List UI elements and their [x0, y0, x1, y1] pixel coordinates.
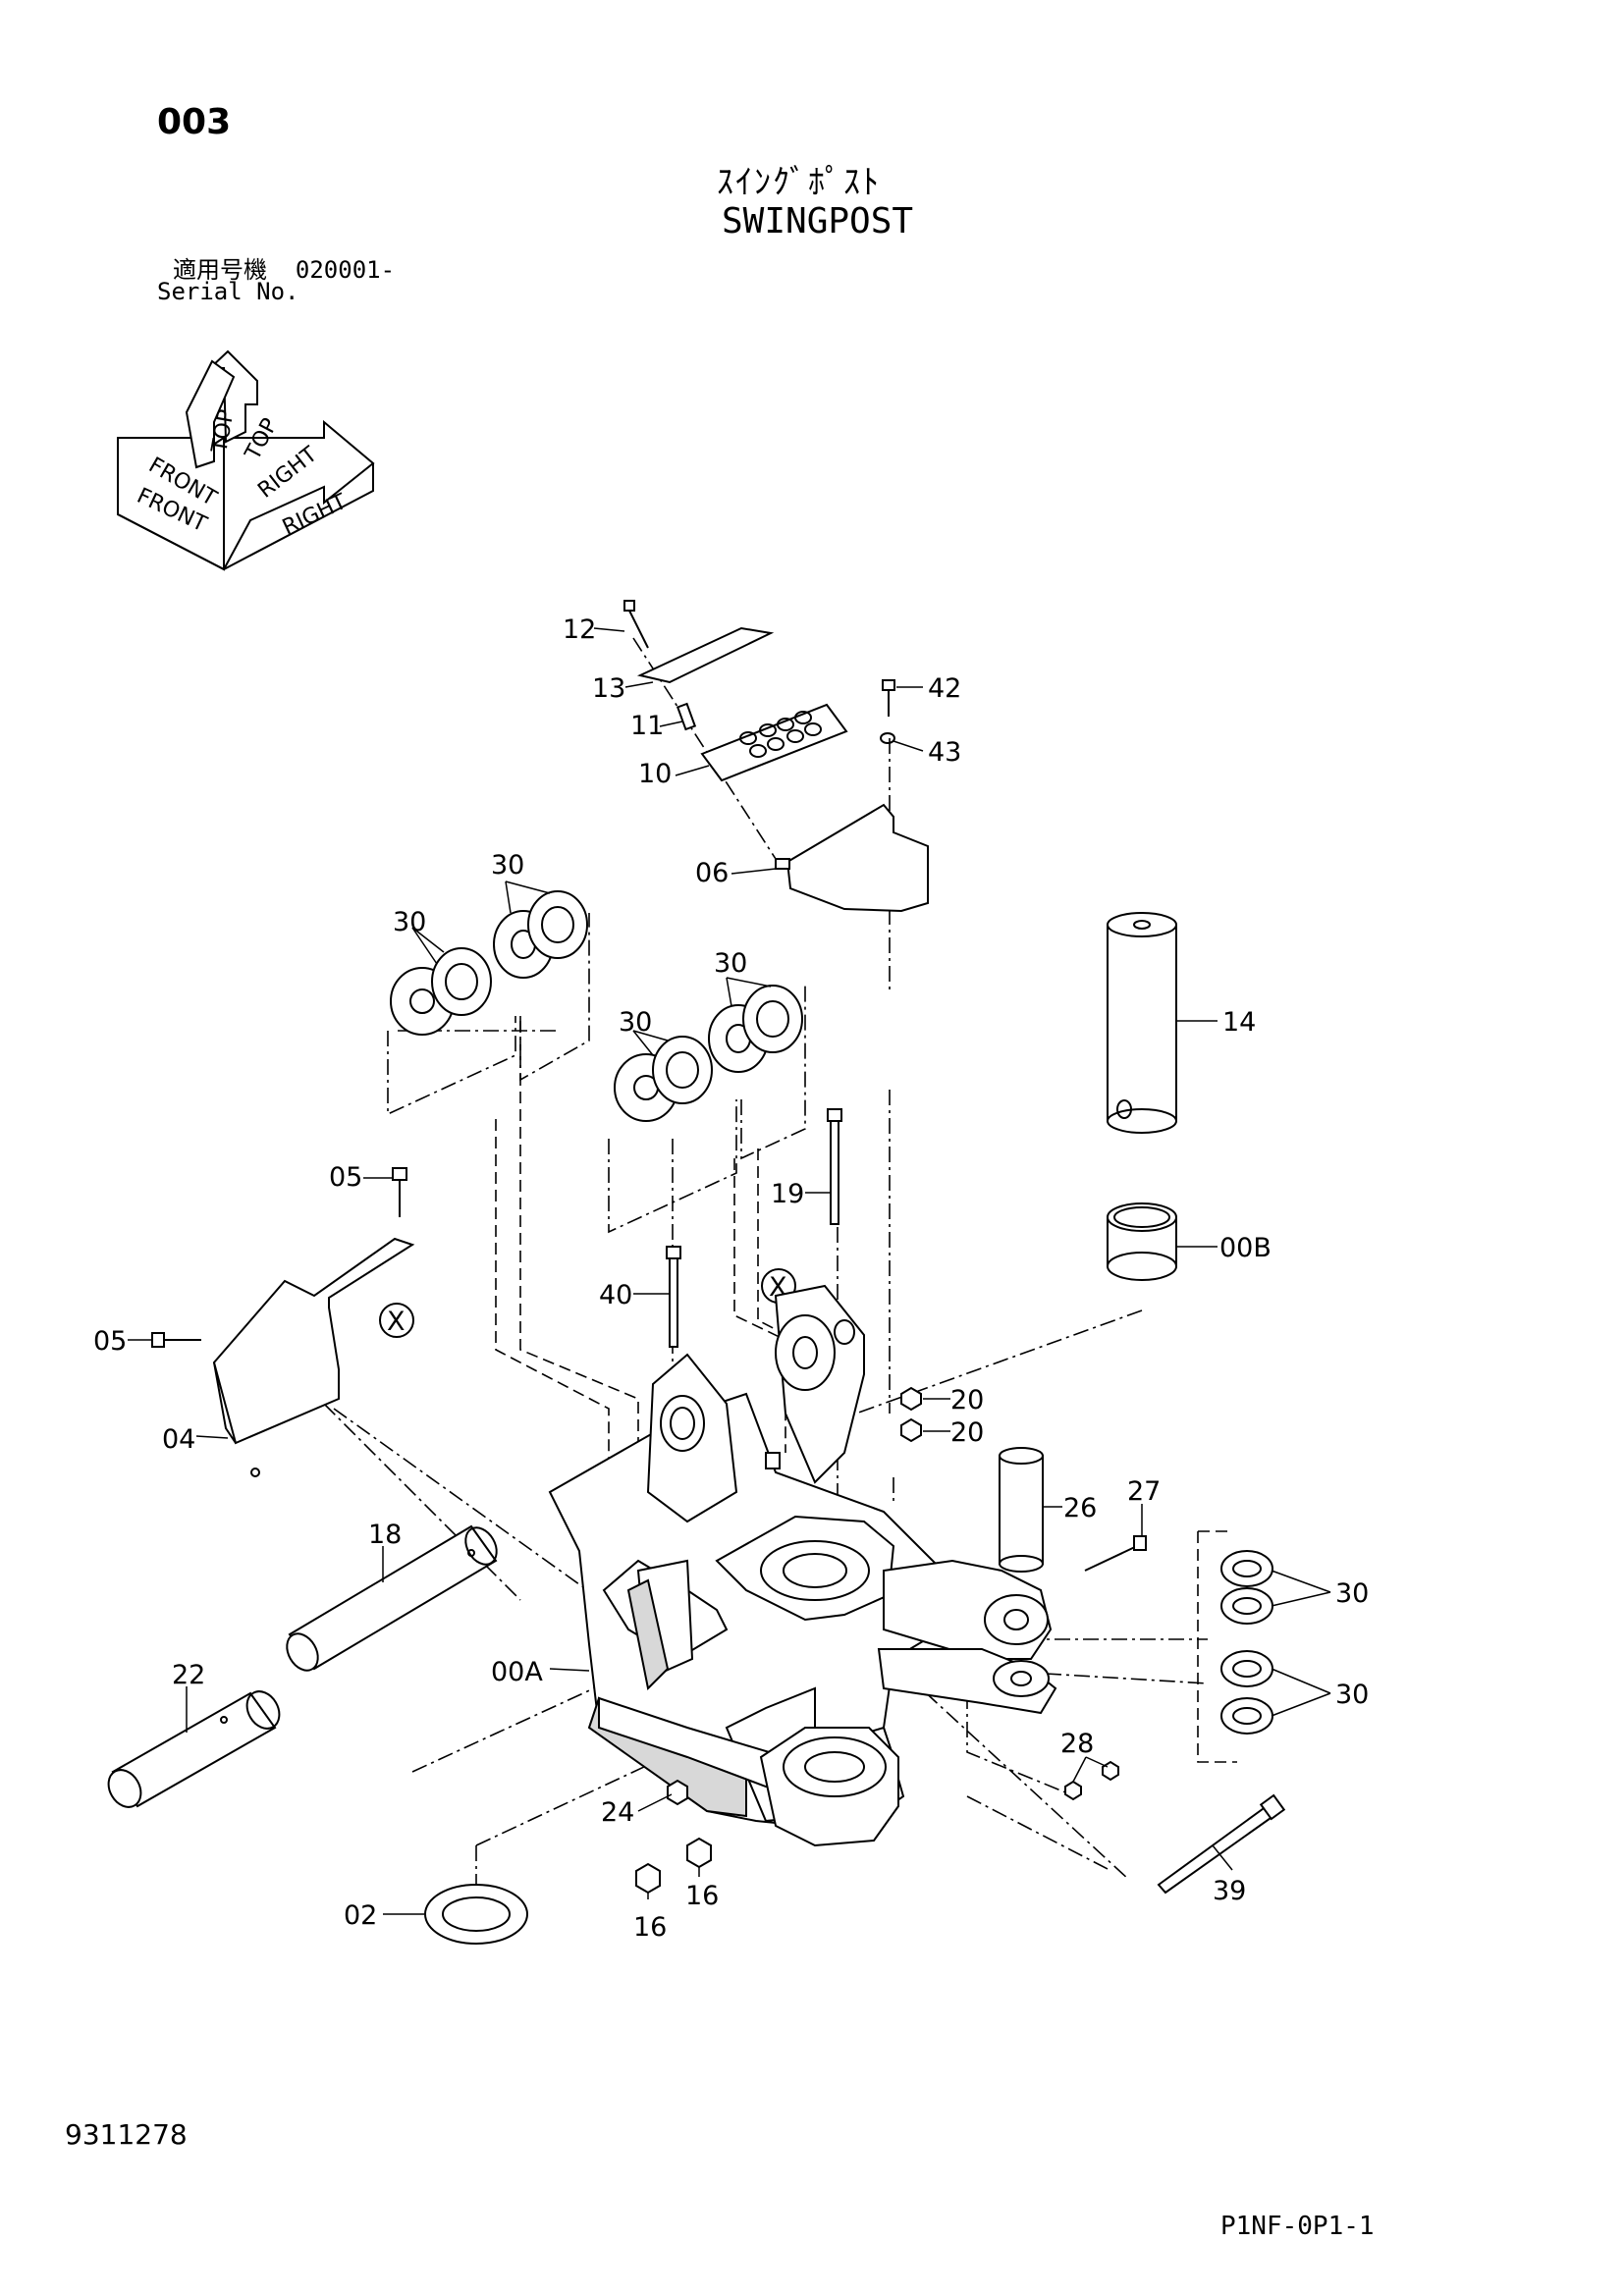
part-10-shim-plate: [700, 703, 848, 782]
callout-20-1: 20: [950, 1385, 984, 1415]
callout-22: 22: [172, 1660, 205, 1690]
page-code: 003: [157, 102, 232, 142]
part-05-bolt-upper: [392, 1167, 407, 1217]
callout-30-2: 30: [393, 907, 426, 937]
part-00a-swing-post: [548, 1284, 1057, 1847]
part-18-pin: [286, 1524, 498, 1672]
callout-12: 12: [563, 614, 596, 645]
part-05-bolt-left: [151, 1332, 201, 1348]
serial-label-en: Serial No.: [157, 278, 299, 305]
callout-00a: 00A: [491, 1657, 543, 1687]
part-20-nuts: [900, 1386, 922, 1443]
callout-30-3: 30: [714, 948, 747, 979]
callout-27: 27: [1127, 1476, 1161, 1507]
callout-10: 10: [638, 759, 672, 789]
leader-lines: [128, 627, 1233, 1915]
part-22-pin: [107, 1690, 281, 1808]
callout-43: 43: [928, 737, 961, 768]
callout-20-2: 20: [950, 1417, 984, 1448]
part-11-pin: [676, 702, 697, 731]
part-12-bolt: [623, 600, 649, 649]
title-japanese: ｽｲﾝｸﾞﾎﾟｽﾄ: [717, 163, 881, 202]
sheet-code: P1NF-0P1-1: [1220, 2212, 1375, 2241]
callout-14: 14: [1222, 1007, 1256, 1038]
callout-05-upper: 05: [329, 1162, 362, 1193]
part-26-pin: [999, 1447, 1044, 1573]
part-42-bolt: [882, 679, 895, 717]
part-24-nut: [667, 1779, 688, 1806]
callout-28: 28: [1060, 1729, 1094, 1759]
part-13-plate: [636, 626, 775, 684]
washer-set-right: [1220, 1550, 1331, 1735]
part-00b-bushing: [1107, 1202, 1177, 1281]
reference-marker-x-left-label: X: [387, 1307, 406, 1337]
callout-30-5: 30: [1335, 1578, 1369, 1609]
callout-30-6: 30: [1335, 1680, 1369, 1710]
callout-05-left: 05: [93, 1326, 127, 1357]
callout-16-left: 16: [633, 1912, 667, 1943]
orientation-indicator: TOP TOP FRONT FRONT RIGHT RIGHT: [117, 349, 375, 571]
serial-range: 020001-: [295, 256, 396, 284]
callout-18: 18: [368, 1520, 402, 1550]
washer-set-upper-right: [614, 977, 803, 1122]
drawing-number: 9311278: [65, 2118, 188, 2151]
callout-11: 11: [630, 711, 664, 741]
callout-13: 13: [592, 673, 625, 704]
callout-39: 39: [1213, 1876, 1246, 1906]
part-27-bolt: [1084, 1535, 1147, 1572]
callout-02: 02: [344, 1900, 377, 1931]
callout-labels: 12 13 11 10 42 43 06 30 30 30 30 14 05 1…: [93, 614, 1369, 1943]
callout-19: 19: [771, 1179, 804, 1209]
part-19-bolt: [827, 1108, 842, 1225]
part-40-bolt: [666, 1246, 681, 1348]
callout-00b: 00B: [1219, 1233, 1272, 1263]
serial-applicability: 適用号機 020001-: [173, 250, 395, 285]
callout-16-right: 16: [685, 1881, 719, 1911]
callout-06: 06: [695, 858, 729, 888]
part-02-thrust-washer: [424, 1884, 528, 1945]
callout-30-1: 30: [491, 850, 524, 881]
title-english: SWINGPOST: [722, 201, 914, 241]
callout-30-4: 30: [619, 1007, 652, 1038]
washer-set-upper-left: [390, 881, 588, 1036]
callout-26: 26: [1063, 1493, 1097, 1523]
part-04-side-cover: [212, 1237, 415, 1477]
callout-24: 24: [601, 1797, 634, 1828]
callout-04: 04: [162, 1424, 195, 1455]
part-16-nuts: [635, 1837, 712, 1895]
part-14-pin: [1107, 912, 1177, 1134]
callout-42: 42: [928, 673, 961, 704]
part-43-washer: [880, 732, 895, 744]
callout-40: 40: [599, 1280, 632, 1310]
reference-marker-x-left: X: [379, 1303, 414, 1338]
serial-label-jp: 適用号機: [173, 256, 267, 284]
part-06-cover-plate: [775, 803, 929, 913]
